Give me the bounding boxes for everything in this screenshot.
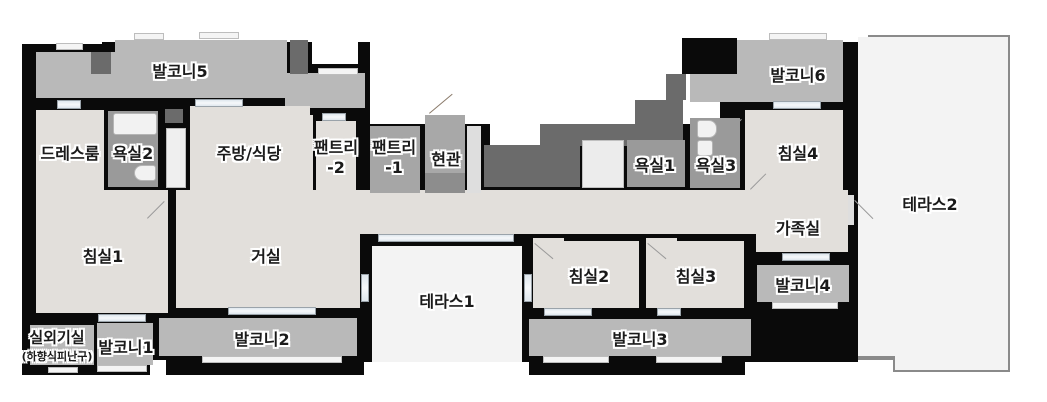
terrace1-area [372,246,522,362]
label-terrace1: 테라스1 [419,292,475,311]
bath1-area [627,140,685,187]
dressroom-area [36,110,104,200]
label-balcony3: 발코니3 [612,330,668,349]
label-outdoor-unit-room: 실외기실 [29,328,85,347]
pantry2-area [316,121,356,194]
label-balcony2: 발코니2 [234,330,290,349]
label-pantry2: 팬트리 -2 [313,138,359,177]
label-living-room: 거실 [251,247,281,266]
kitchen-dining-area [190,106,310,201]
label-bedroom4: 침실4 [777,144,819,163]
living-room-area [176,228,360,308]
label-balcony1: 발코니1 [98,338,154,357]
label-outdoor-unit-room-note: (하향식피난구) [21,350,93,363]
label-bedroom3: 침실3 [675,267,717,286]
balcony3-area [529,319,751,356]
label-kitchen-dining: 주방/식당 [216,144,282,163]
label-balcony5: 발코니5 [152,62,208,81]
label-terrace2: 테라스2 [902,195,958,214]
balcony2-area [159,318,357,356]
label-bedroom2: 침실2 [568,267,610,286]
pantry1-area [370,126,420,193]
family-room-area [756,195,848,252]
bedroom1-area [36,190,168,313]
label-bath1: 욕실1 [634,156,676,175]
label-balcony6: 발코니6 [770,66,826,85]
label-pantry1: 팬트리 -1 [371,138,417,177]
label-family-room: 가족실 [775,219,821,238]
label-entrance: 현관 [431,150,461,169]
terrace2-area [850,35,1010,360]
corridor [176,190,848,234]
label-balcony4: 발코니4 [775,276,831,295]
bedroom3-area [646,238,744,308]
label-dressroom: 드레스룸 [40,144,100,163]
label-bath2: 욕실2 [112,144,154,163]
balcony4-area [757,265,849,302]
balcony1-area [97,323,153,365]
label-bath3: 욕실3 [695,156,737,175]
bedroom2-area [533,238,639,308]
label-bedroom1: 침실1 [82,247,124,266]
outdoor-unit-room-area [30,325,94,365]
